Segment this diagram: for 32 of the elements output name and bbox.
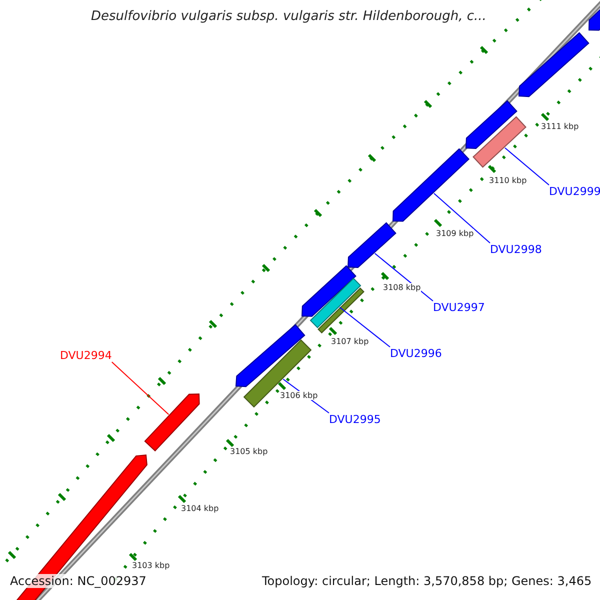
tick-label: 3109 kbp xyxy=(436,229,474,238)
gene-block xyxy=(518,32,590,98)
tick-label: 3110 kbp xyxy=(489,176,527,185)
gene-block xyxy=(392,148,470,222)
tick-label: 3108 kbp xyxy=(383,283,421,292)
gene-bar xyxy=(472,116,526,168)
gene-block xyxy=(347,222,396,268)
tick-label: 3103 kbp xyxy=(132,561,170,570)
gene-block xyxy=(465,100,518,149)
accession-text: Accession: NC_002937 xyxy=(10,574,146,588)
tick-label: 3107 kbp xyxy=(331,337,369,346)
gene-label: DVU2996 xyxy=(390,347,442,360)
gene-label: DVU2997 xyxy=(433,301,485,314)
leader-line xyxy=(504,147,550,186)
gene-label: DVU2994 xyxy=(60,349,112,362)
tick-label: 3106 kbp xyxy=(280,391,318,400)
gene-bar xyxy=(318,288,364,334)
gene-label: DVU2995 xyxy=(329,413,381,426)
gene-label: DVU2998 xyxy=(490,243,542,256)
gene-block xyxy=(301,265,356,317)
leader-line xyxy=(434,192,490,244)
gene-label: DVU2999 xyxy=(549,185,600,198)
leader-line xyxy=(339,306,390,348)
gene-bar xyxy=(310,278,362,328)
gene-block xyxy=(144,393,200,452)
gene-block xyxy=(235,324,306,388)
tick-label: 3105 kbp xyxy=(230,447,268,456)
tick-label: 3104 kbp xyxy=(181,504,219,513)
leader-line xyxy=(111,362,170,416)
genome-summary-text: Topology: circular; Length: 3,570,858 bp; Genes: 3,465 xyxy=(262,574,592,588)
title: Desulfovibrio vulgaris subsp. vulgaris str. Hildenborough, c... xyxy=(91,9,486,24)
tick-label: 3111 kbp xyxy=(541,122,579,131)
